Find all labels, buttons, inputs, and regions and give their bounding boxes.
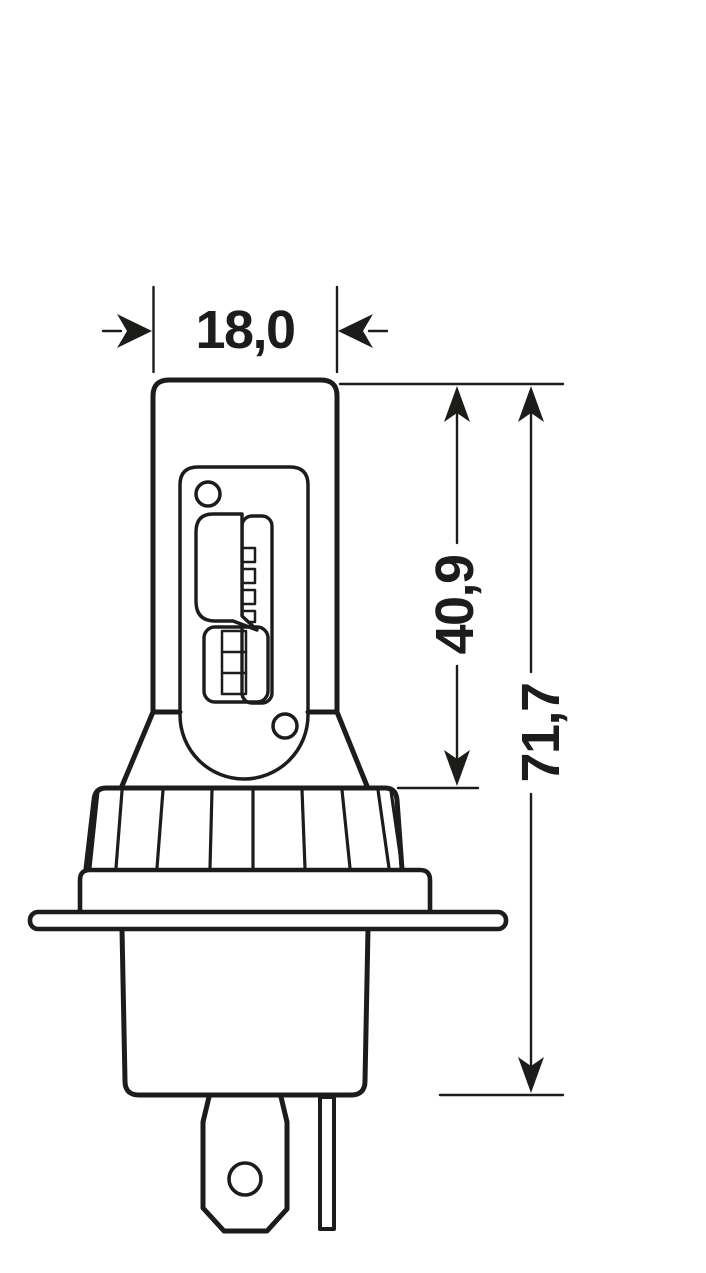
heatsink-crown: [83, 785, 405, 872]
ground-pin: [318, 1095, 336, 1231]
terminal-hole: [227, 1161, 263, 1197]
dimension-upper-height-arrow-bottom: [444, 750, 470, 786]
dimension-width: 18,0: [101, 285, 389, 374]
dimension-width-extension-lines: [152, 285, 339, 374]
spade-terminal: [200, 1094, 290, 1234]
dimension-overall-height: 71,7: [438, 386, 571, 1097]
mounting-flange: [27, 909, 509, 932]
led-window: [178, 465, 310, 781]
dimension-overall-height-arrow-top: [518, 386, 544, 422]
dimension-width-arrow-left: [117, 314, 152, 348]
collar-band: [77, 867, 433, 916]
base-housing: [119, 926, 371, 1098]
dimension-upper-height: 40,9: [396, 386, 485, 790]
spade-terminal-outline: [200, 1094, 290, 1234]
led-module: [194, 512, 274, 705]
led-shroud: [194, 512, 259, 632]
bulb-body: [150, 377, 340, 715]
led-driver-plate: [202, 625, 270, 704]
dimension-overall-height-label: 71,7: [511, 683, 571, 782]
dimension-width-arrow-right: [338, 314, 373, 348]
body-to-crown-transition: [119, 709, 370, 789]
heatsink-crown-silhouette: [83, 785, 405, 872]
dimension-upper-height-label: 40,9: [425, 555, 485, 655]
screw-hole-bottom: [271, 712, 299, 740]
dimension-upper-height-arrow-top: [444, 386, 470, 422]
bulb-body-outline: [150, 377, 340, 715]
dimension-overall-height-arrow-bottom: [518, 1057, 544, 1093]
led-chip-column-lower: [220, 629, 248, 696]
dimension-width-label: 18,0: [195, 300, 294, 360]
heatsink-fin-lines: [88, 788, 404, 870]
screw-hole-top: [194, 480, 222, 508]
